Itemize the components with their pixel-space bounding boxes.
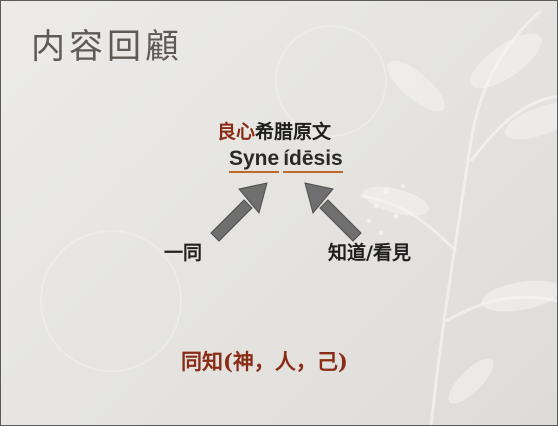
arrow-up-left-icon xyxy=(304,182,362,242)
summary-text: 同知(神，人，己) xyxy=(181,349,348,374)
greek-word-part1: Syne xyxy=(229,147,280,173)
heading-subtitle: 希腊原文 xyxy=(255,121,332,143)
arrow-up-right-icon xyxy=(210,182,268,242)
greek-word-part2: ídēsis xyxy=(283,147,343,173)
heading-keyword: 良心 xyxy=(217,121,256,143)
heading-line: 良心希腊原文 xyxy=(217,117,331,144)
right-label: 知道/看見 xyxy=(328,242,411,264)
left-label: 一同 xyxy=(164,242,203,264)
page-title: 内容回顧 xyxy=(31,27,183,67)
